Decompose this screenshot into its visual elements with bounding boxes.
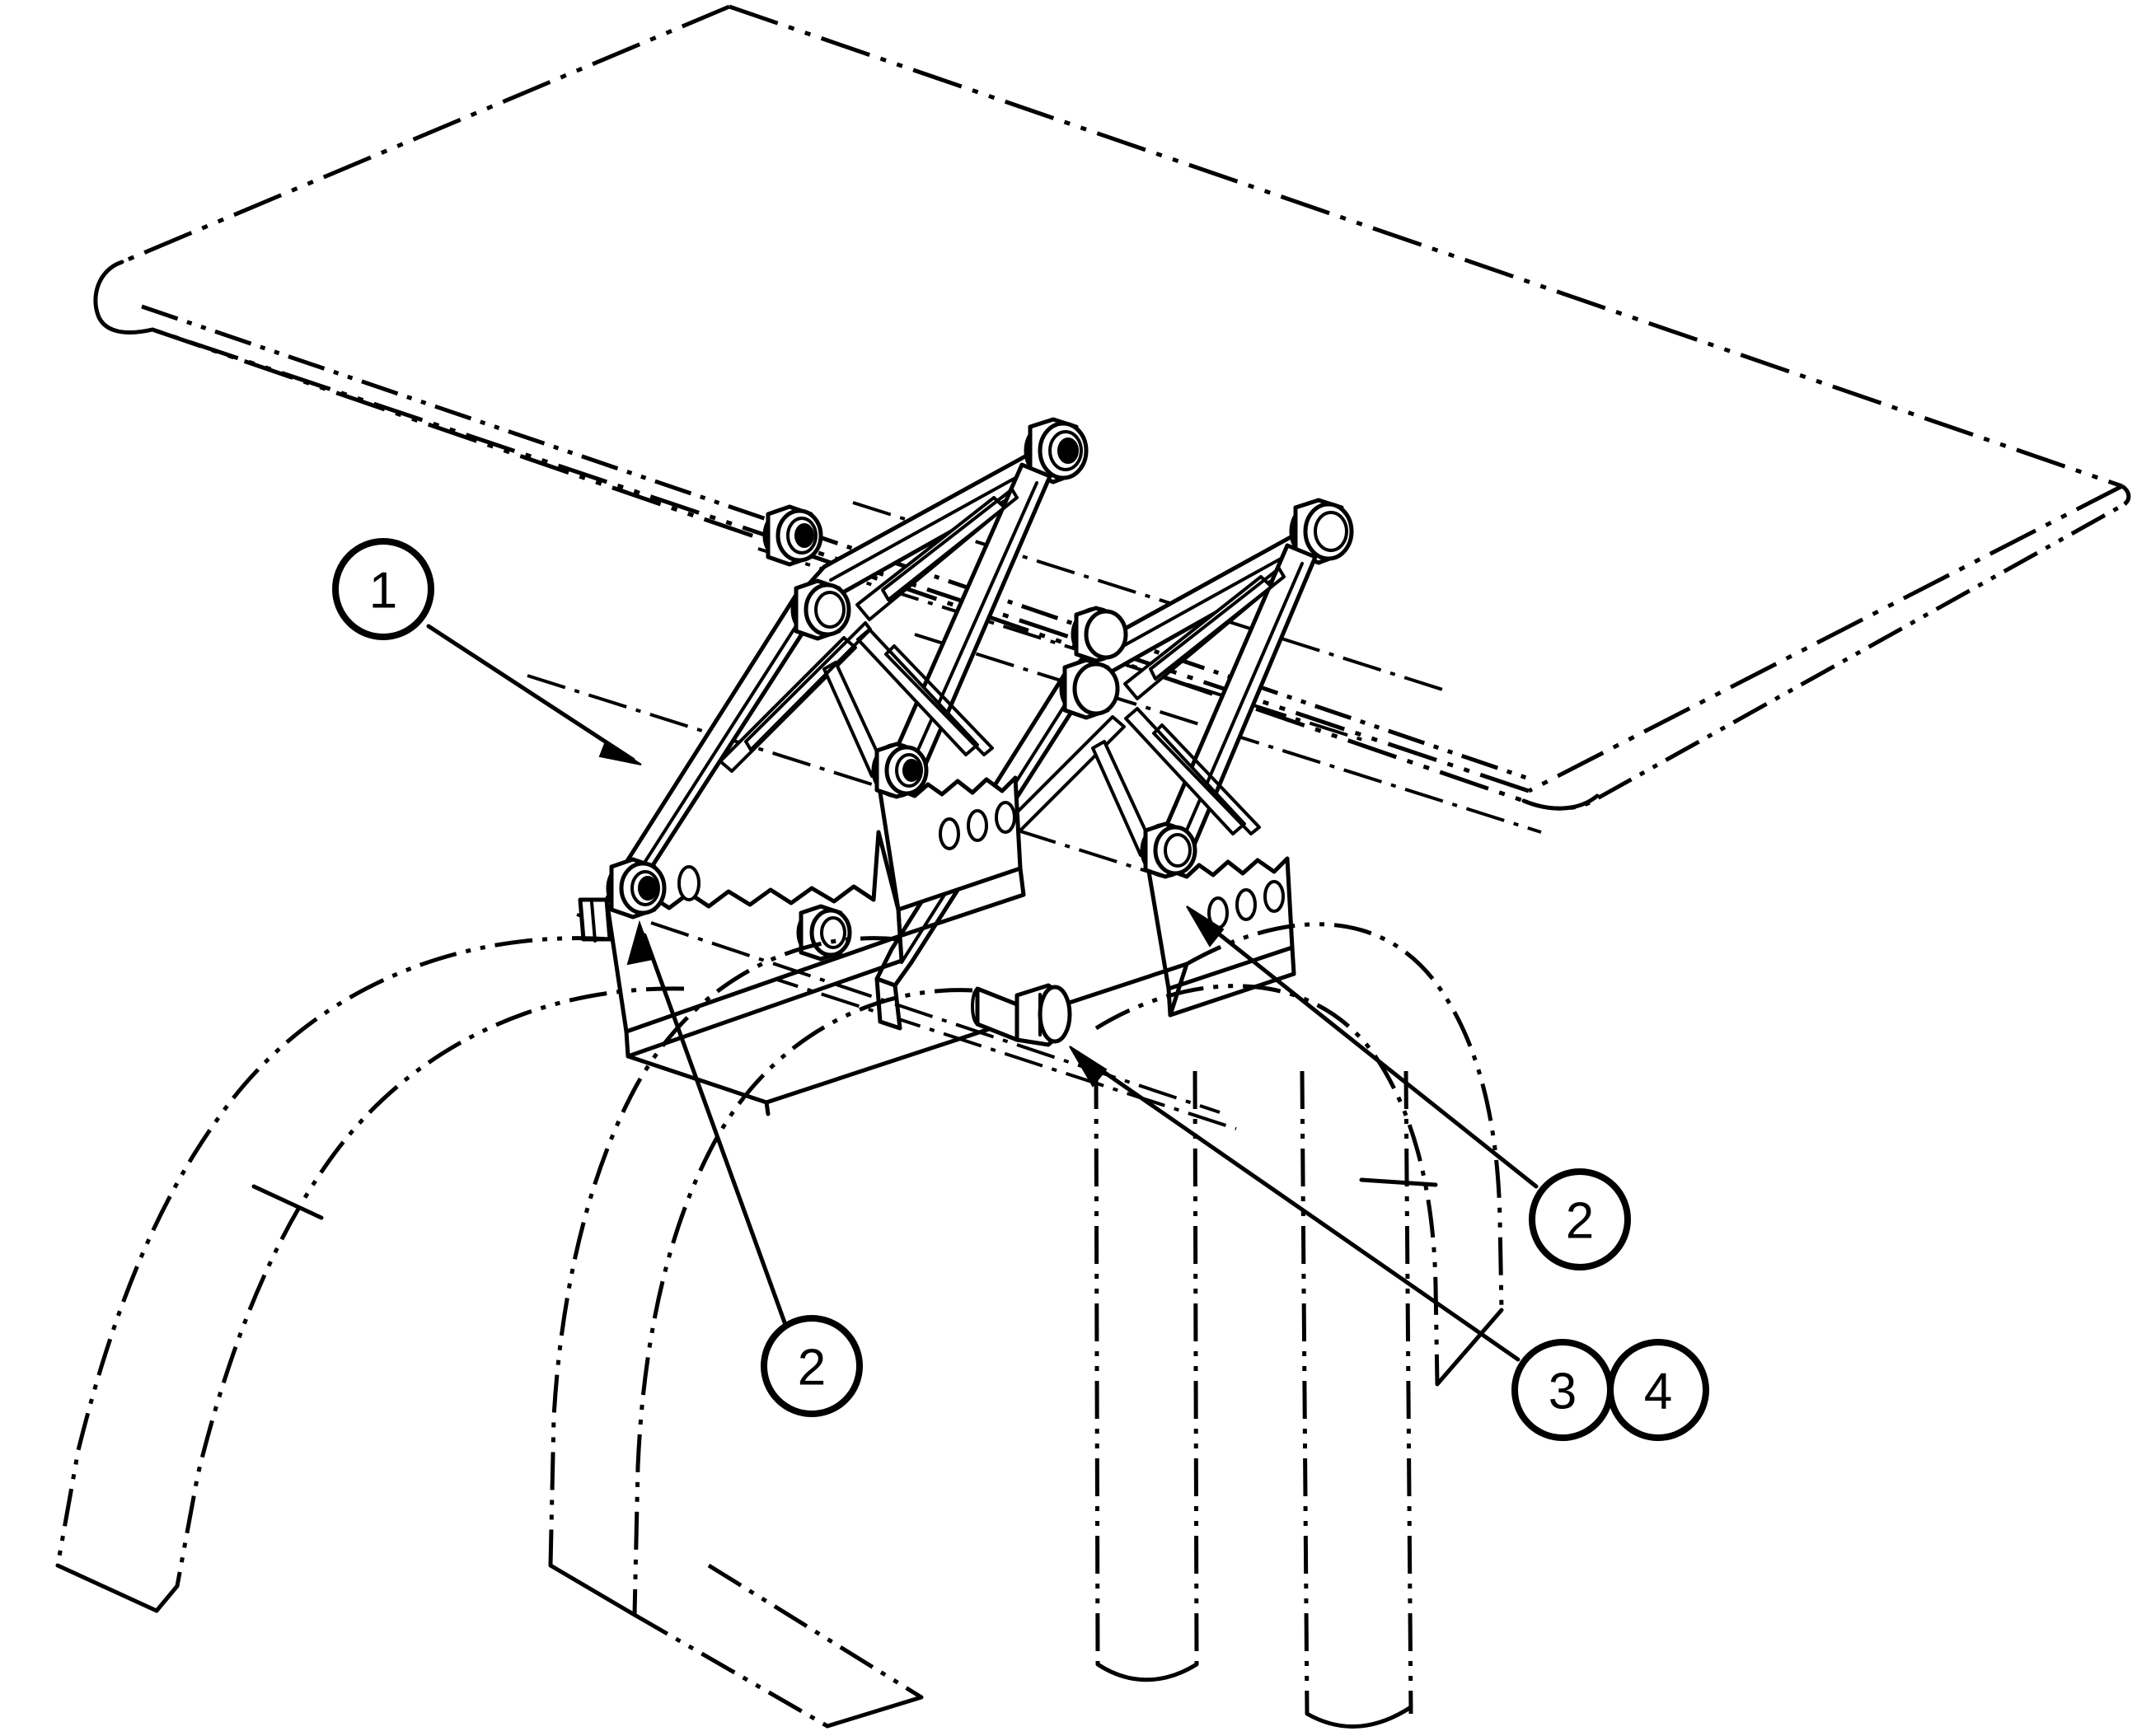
balloon-3[interactable]: 3 bbox=[1511, 1339, 1614, 1441]
balloon-2-left[interactable]: 2 bbox=[761, 1315, 863, 1417]
balloon-3-label: 3 bbox=[1549, 1364, 1577, 1420]
roll-hoop-inner bbox=[548, 936, 973, 1729]
balloon-4[interactable]: 4 bbox=[1607, 1339, 1709, 1441]
vertical-post-right bbox=[1300, 1070, 1413, 1729]
balloon-4-label: 4 bbox=[1644, 1364, 1672, 1420]
roll-hoop-left bbox=[55, 936, 685, 1613]
balloon-1[interactable]: 1 bbox=[332, 538, 434, 640]
balloon-2-right-label: 2 bbox=[1566, 1193, 1594, 1250]
vertical-post-left bbox=[1094, 1070, 1199, 1682]
balloon-2-right[interactable]: 2 bbox=[1529, 1168, 1631, 1270]
leader-lines bbox=[426, 624, 1539, 1362]
roll-hoop-right bbox=[1094, 922, 1504, 1387]
balloon-1-label: 1 bbox=[369, 563, 397, 620]
scissor-linkage-front bbox=[578, 417, 1128, 1059]
hex-head-bolt bbox=[971, 983, 1072, 1047]
scissor-linkage-rear bbox=[874, 498, 1354, 1031]
balloon-2-left-label: 2 bbox=[798, 1340, 826, 1397]
